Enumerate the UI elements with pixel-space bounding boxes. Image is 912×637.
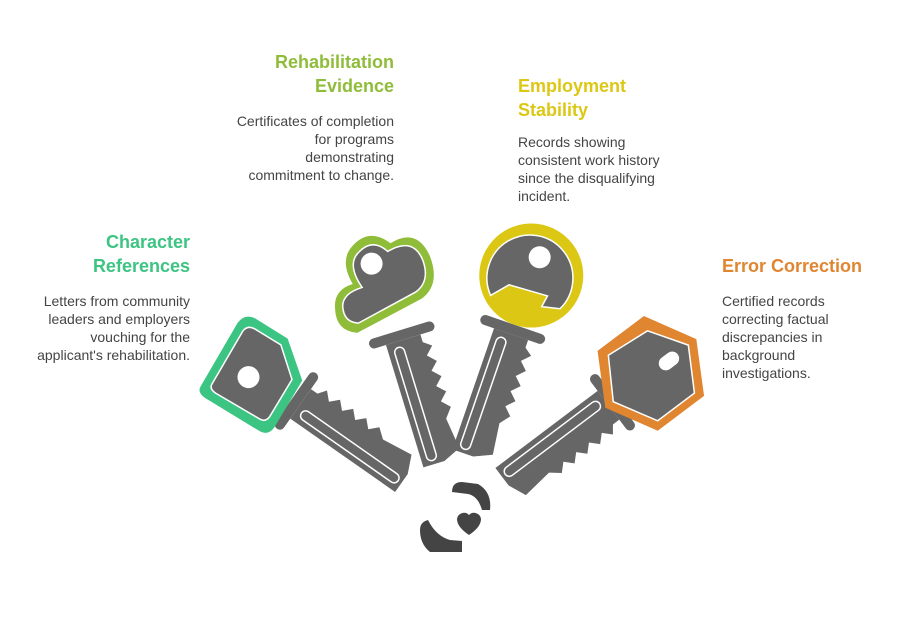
rehabilitation-desc: Certificates of completion for programs … xyxy=(236,113,394,183)
key-icon-yellow xyxy=(436,223,584,468)
key-icon-lime xyxy=(334,235,474,473)
employment-desc: Records showing consistent work history … xyxy=(518,134,660,204)
error-desc: Certified records correcting factual dis… xyxy=(722,293,829,381)
key-icon-orange xyxy=(485,316,705,511)
key-icon-green xyxy=(199,316,426,506)
error-title: Error Correction xyxy=(722,256,863,276)
hands-heart-icon xyxy=(420,482,491,552)
character-desc: Letters from community leaders and emplo… xyxy=(37,293,190,363)
